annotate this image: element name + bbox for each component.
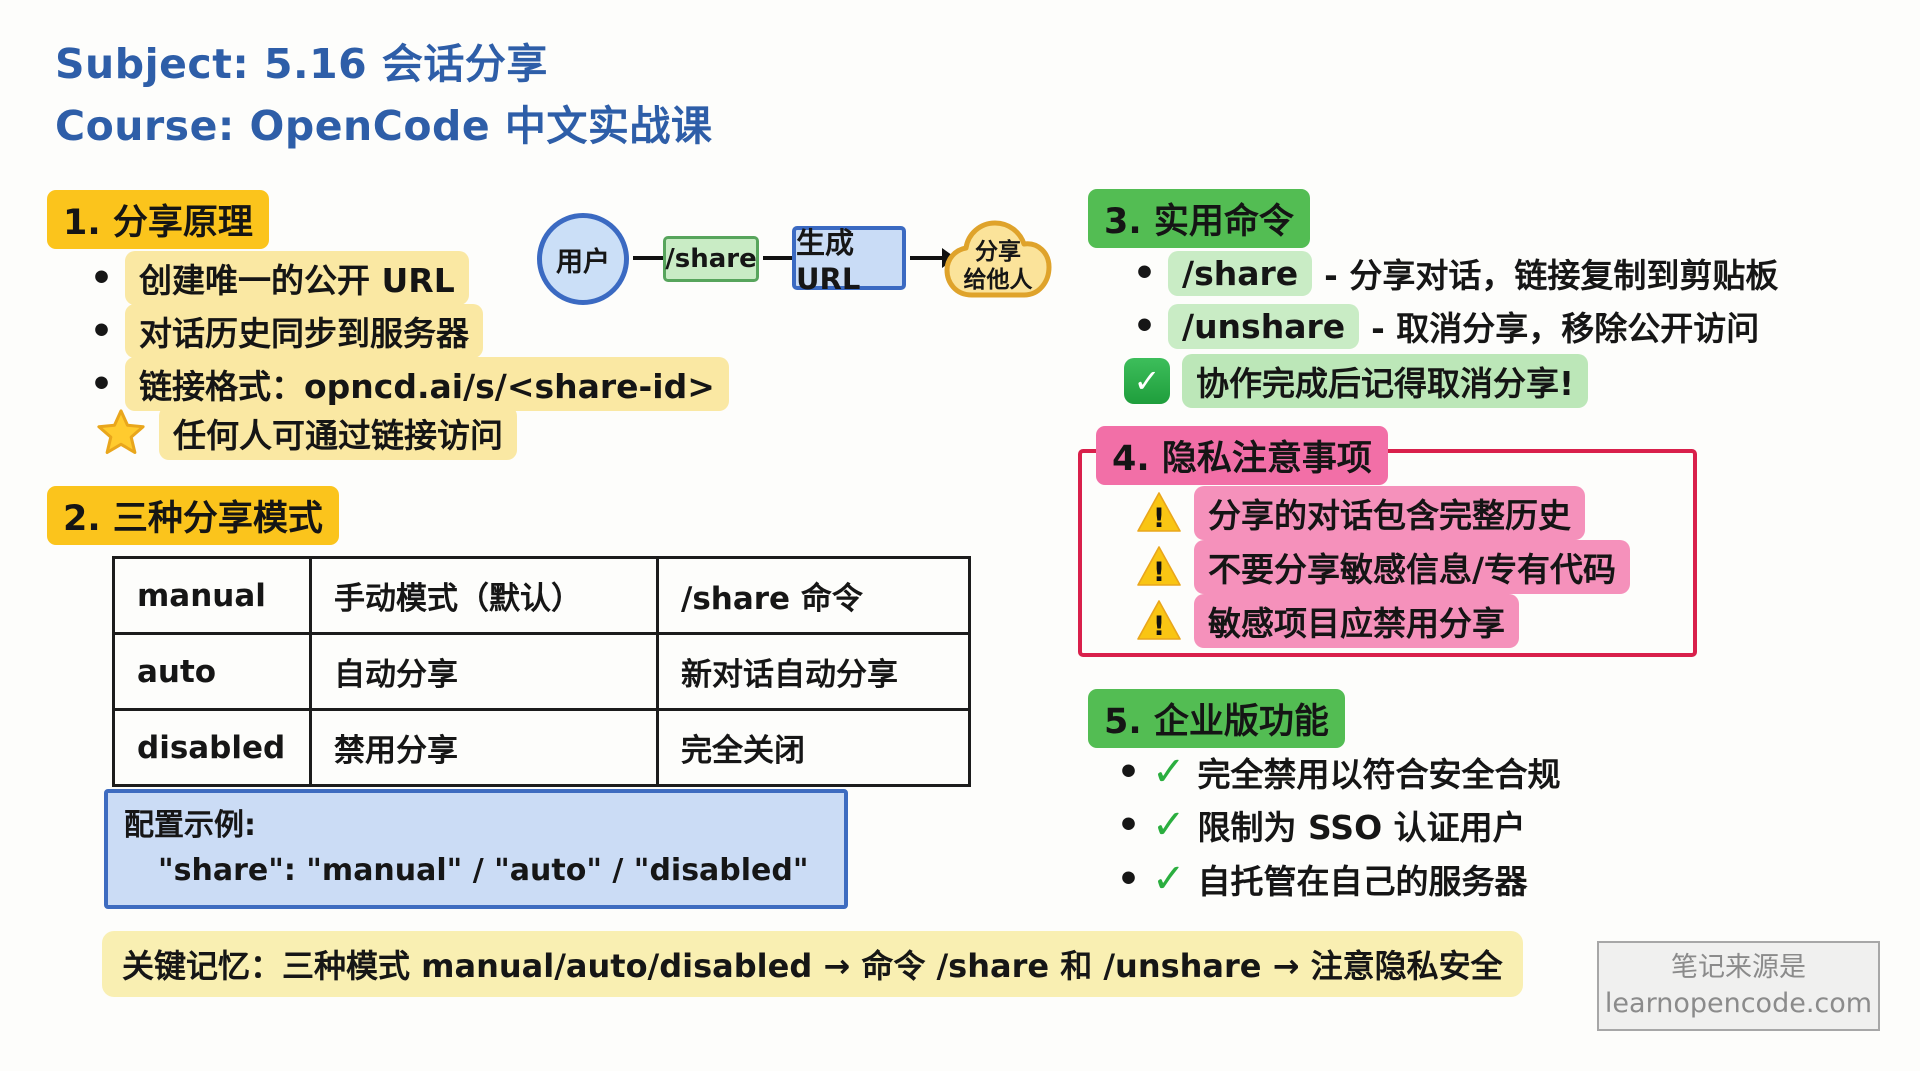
section2-title: 2. 三种分享模式 bbox=[47, 486, 339, 545]
course-title: Course: OpenCode 中文实战课 bbox=[55, 102, 713, 150]
section1-bullet-3-text: 链接格式：opncd.ai/s/<share-id> bbox=[125, 357, 729, 411]
flow-node-share: /share bbox=[663, 236, 759, 282]
page-title: Subject: 5.16 会话分享 bbox=[55, 40, 548, 88]
svg-text:!: ! bbox=[1153, 557, 1165, 588]
bullet-icon bbox=[1117, 860, 1140, 899]
section4-warning-2-text: 不要分享敏感信息/专有代码 bbox=[1194, 540, 1631, 594]
star-icon bbox=[97, 409, 145, 455]
warning-icon: ! bbox=[1137, 492, 1181, 534]
section4-title: 4. 隐私注意事项 bbox=[1096, 426, 1388, 485]
unshare-command-chip: /unshare bbox=[1168, 303, 1360, 349]
cell-desc: 禁用分享 bbox=[309, 708, 659, 787]
section5-heading: 5. 企业版功能 bbox=[1088, 689, 1345, 748]
section5-title: 5. 企业版功能 bbox=[1088, 689, 1345, 748]
config-example-code: "share": "manual" / "auto" / "disabled" bbox=[158, 853, 809, 888]
cell-mode: auto bbox=[112, 632, 312, 711]
section1-bullet-3: 链接格式：opncd.ai/s/<share-id> bbox=[90, 357, 729, 411]
bullet-icon bbox=[1133, 254, 1156, 293]
section3-heading: 3. 实用命令 bbox=[1088, 189, 1310, 248]
table-row: disabled 禁用分享 完全关闭 bbox=[112, 708, 971, 787]
bullet-icon bbox=[1133, 307, 1156, 346]
check-icon bbox=[1152, 752, 1186, 792]
flow-node-user: 用户 bbox=[537, 213, 629, 305]
section4-warning-3: ! 敏感项目应禁用分享 bbox=[1136, 594, 1519, 648]
section1-title: 1. 分享原理 bbox=[47, 190, 269, 249]
share-modes-table: manual 手动模式（默认） /share 命令 auto 自动分享 新对话自… bbox=[112, 556, 971, 787]
cell-desc: 自动分享 bbox=[309, 632, 659, 711]
section1-bullet-2: 对话历史同步到服务器 bbox=[90, 304, 484, 358]
watermark-box: 笔记来源是 learnopencode.com bbox=[1597, 941, 1880, 1031]
section3-item-2: /unshare - 取消分享，移除公开访问 bbox=[1133, 302, 1759, 350]
section4-warning-1: ! 分享的对话包含完整历史 bbox=[1136, 486, 1585, 540]
check-box-icon: ✓ bbox=[1124, 358, 1170, 404]
section1-star-note: 任何人可通过链接访问 bbox=[95, 406, 517, 460]
flow-share-label: /share bbox=[665, 244, 757, 274]
cell-trigger: 新对话自动分享 bbox=[656, 632, 971, 711]
cell-trigger: /share 命令 bbox=[656, 556, 971, 635]
bullet-icon bbox=[90, 365, 113, 404]
table-row: manual 手动模式（默认） /share 命令 bbox=[112, 556, 971, 635]
config-example-title: 配置示例: bbox=[124, 808, 256, 843]
table-row: auto 自动分享 新对话自动分享 bbox=[112, 632, 971, 711]
section3-title: 3. 实用命令 bbox=[1088, 189, 1310, 248]
check-icon bbox=[1152, 859, 1186, 899]
cell-mode: disabled bbox=[112, 708, 312, 787]
warning-icon: ! bbox=[1137, 546, 1181, 588]
section4-heading: 4. 隐私注意事项 bbox=[1096, 426, 1388, 485]
config-example-box: 配置示例: "share": "manual" / "auto" / "disa… bbox=[104, 789, 848, 909]
section1-bullet-2-text: 对话历史同步到服务器 bbox=[125, 304, 484, 358]
cell-mode: manual bbox=[112, 556, 312, 635]
flow-cloud-line1: 分享 bbox=[975, 239, 1021, 265]
flow-cloud-label: 分享 给他人 bbox=[942, 238, 1054, 294]
section1-bullet-1: 创建唯一的公开 URL bbox=[90, 251, 469, 305]
key-memory-line: 关键记忆：三种模式 manual/auto/disabled → 命令 /sha… bbox=[102, 931, 1523, 997]
bullet-icon bbox=[90, 259, 113, 298]
section3-tip-text: 协作完成后记得取消分享! bbox=[1182, 354, 1589, 408]
bullet-icon bbox=[90, 312, 113, 351]
svg-text:!: ! bbox=[1153, 611, 1165, 642]
warning-icon: ! bbox=[1137, 600, 1181, 642]
section5-item-1: 完全禁用以符合安全合规 bbox=[1117, 748, 1561, 796]
section1-heading: 1. 分享原理 bbox=[47, 190, 269, 249]
section2-heading: 2. 三种分享模式 bbox=[47, 486, 339, 545]
watermark-line2: learnopencode.com bbox=[1604, 988, 1873, 1019]
cell-desc: 手动模式（默认） bbox=[309, 556, 659, 635]
section4-warning-2: ! 不要分享敏感信息/专有代码 bbox=[1136, 540, 1631, 594]
bullet-icon bbox=[1117, 806, 1140, 845]
flow-cloud-line2: 给他人 bbox=[963, 267, 1033, 294]
cloud-icon bbox=[944, 220, 1052, 298]
section4-warning-1-text: 分享的对话包含完整历史 bbox=[1194, 486, 1585, 540]
check-icon bbox=[1152, 805, 1186, 845]
section1-bullet-1-text: 创建唯一的公开 URL bbox=[125, 251, 469, 305]
section1-star-note-text: 任何人可通过链接访问 bbox=[159, 406, 517, 460]
section5-item-1-text: 完全禁用以符合安全合规 bbox=[1197, 755, 1561, 794]
flow-genurl-label: 生成URL bbox=[796, 226, 861, 296]
share-command-desc: - 分享对话，链接复制到剪贴板 bbox=[1324, 256, 1779, 295]
section5-item-2-text: 限制为 SSO 认证用户 bbox=[1197, 808, 1526, 847]
section5-item-3-text: 自托管在自己的服务器 bbox=[1197, 862, 1528, 901]
svg-text:!: ! bbox=[1153, 503, 1165, 534]
section4-warning-3-text: 敏感项目应禁用分享 bbox=[1194, 594, 1519, 648]
cell-trigger: 完全关闭 bbox=[656, 708, 971, 787]
share-command-chip: /share bbox=[1168, 250, 1313, 296]
unshare-command-desc: - 取消分享，移除公开访问 bbox=[1371, 309, 1760, 348]
flow-user-label: 用户 bbox=[556, 246, 610, 278]
section5-item-3: 自托管在自己的服务器 bbox=[1117, 855, 1528, 903]
flow-node-genurl: 生成URL bbox=[792, 226, 906, 296]
section3-tip: ✓ 协作完成后记得取消分享! bbox=[1124, 354, 1589, 408]
section3-item-1: /share - 分享对话，链接复制到剪贴板 bbox=[1133, 249, 1778, 297]
bullet-icon bbox=[1117, 753, 1140, 792]
section5-item-2: 限制为 SSO 认证用户 bbox=[1117, 801, 1526, 849]
watermark-line1: 笔记来源是 bbox=[1671, 951, 1806, 983]
